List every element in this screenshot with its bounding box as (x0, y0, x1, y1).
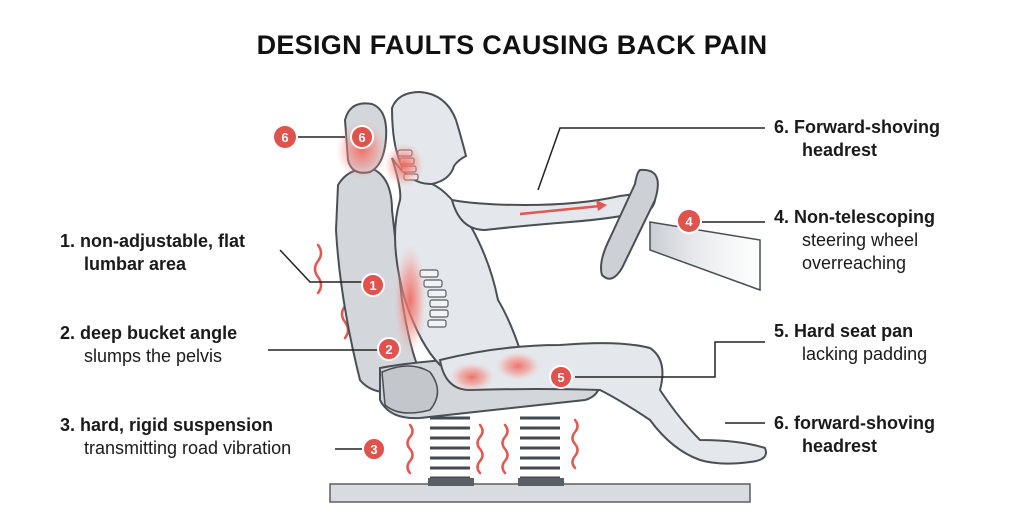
marker-3: 3 (362, 437, 386, 461)
marker-4: 4 (676, 208, 702, 234)
label-suspension: 3. hard, rigid suspension transmitting r… (60, 414, 291, 460)
label-headrest-top: 6. Forward-shoving headrest (774, 116, 940, 162)
marker-5-number: 5 (557, 370, 564, 385)
floor (329, 483, 751, 503)
steering-wheel (600, 168, 659, 280)
label-number: 6. (774, 413, 790, 433)
label-line: forward-shoving (794, 413, 936, 433)
label-line: overreaching (802, 253, 907, 273)
label-line: Hard seat pan (794, 321, 914, 341)
label-headrest-bottom: 6. forward-shoving headrest (774, 412, 935, 458)
marker-2: 2 (377, 337, 401, 361)
label-bucket: 2. deep bucket angle slumps the pelvis (60, 322, 237, 368)
marker-5: 5 (549, 365, 573, 389)
label-line: slumps the pelvis (84, 346, 223, 366)
steering-column (649, 221, 761, 292)
label-steering: 4. Non-telescoping steering wheel overre… (774, 206, 935, 275)
marker-6a-number: 6 (281, 130, 288, 145)
label-line: lumbar area (84, 254, 187, 274)
label-number: 5. (774, 321, 790, 341)
leader-lines (268, 127, 765, 450)
marker-2-number: 2 (385, 342, 392, 357)
label-line: headrest (802, 436, 878, 456)
label-number: 2. (60, 323, 76, 343)
label-number: 1. (60, 231, 76, 251)
label-line: deep bucket angle (80, 323, 238, 343)
label-line: Non-telescoping (794, 207, 936, 227)
marker-1: 1 (361, 273, 385, 297)
marker-3-number: 3 (370, 442, 377, 457)
label-number: 4. (774, 207, 790, 227)
marker-4-number: 4 (685, 214, 693, 229)
label-line: Forward-shoving (794, 117, 941, 137)
suspension-springs (430, 416, 560, 480)
label-number: 6. (774, 117, 790, 137)
marker-6a: 6 (272, 124, 298, 150)
page-title: DESIGN FAULTS CAUSING BACK PAIN (256, 30, 768, 60)
label-number: 3. (60, 415, 76, 435)
pain-highlights (336, 120, 540, 391)
label-lumbar: 1. non-adjustable, flat lumbar area (60, 230, 245, 276)
label-line: hard, rigid suspension (80, 415, 274, 435)
label-line: steering wheel (802, 230, 919, 250)
label-line: non-adjustable, flat (80, 231, 246, 251)
label-line: lacking padding (802, 344, 928, 364)
marker-6b-number: 6 (358, 130, 365, 145)
marker-6b: 6 (350, 125, 374, 149)
label-line: headrest (802, 140, 878, 160)
marker-1-number: 1 (369, 278, 376, 293)
label-seatpan: 5. Hard seat pan lacking padding (774, 320, 927, 366)
label-line: transmitting road vibration (84, 438, 292, 458)
